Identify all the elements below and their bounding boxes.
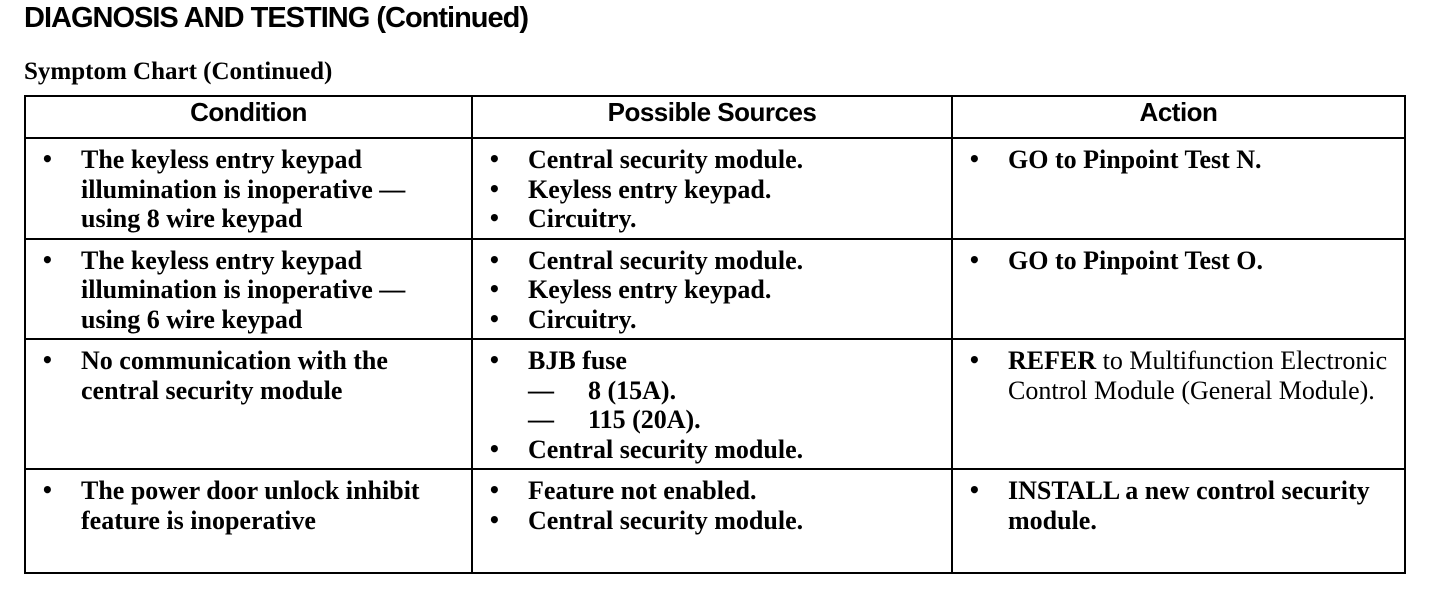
section-title: Symptom Chart (Continued)	[24, 58, 333, 85]
column-header-action: Action	[951, 95, 1406, 139]
source-item: Central security module.	[483, 145, 941, 175]
condition-text: The power door unlock inhibit feature is…	[36, 476, 461, 535]
table-row: The keyless entry keypad illumination is…	[24, 237, 1406, 340]
sources-cell: BJB fuse — 8 (15A). — 115 (20A). Central s…	[471, 338, 953, 470]
condition-text: No communication with the central securi…	[36, 346, 461, 405]
table-row: The keyless entry keypad illumination is…	[24, 137, 1406, 240]
symptom-chart-table: Condition Possible Sources Action The ke…	[24, 95, 1406, 574]
condition-cell: The keyless entry keypad illumination is…	[24, 137, 473, 240]
action-rest-text: to Multifunction Electronic Control Modu…	[1008, 346, 1388, 405]
source-subitem: — 115 (20A).	[483, 405, 941, 435]
action-text: INSTALL a new control security module.	[963, 476, 1394, 535]
dash-mark: —	[528, 405, 554, 434]
condition-cell: The keyless entry keypad illumination is…	[24, 237, 473, 340]
source-item: Central security module.	[483, 506, 941, 536]
sources-cell: Central security module. Keyless entry k…	[471, 237, 953, 340]
source-item: Feature not enabled.	[483, 476, 941, 506]
sources-cell: Feature not enabled. Central security mo…	[471, 468, 953, 574]
source-item: BJB fuse	[483, 346, 941, 376]
action-text: GO to Pinpoint Test N.	[963, 145, 1394, 175]
action-text: REFER to Multifunction Electronic Contro…	[963, 346, 1394, 405]
column-header-condition: Condition	[24, 95, 473, 139]
action-text: GO to Pinpoint Test O.	[963, 246, 1394, 276]
condition-cell: The power door unlock inhibit feature is…	[24, 468, 473, 574]
table-row: The power door unlock inhibit feature is…	[24, 468, 1406, 574]
condition-text: The keyless entry keypad illumination is…	[36, 246, 461, 335]
column-header-possible-sources: Possible Sources	[471, 95, 953, 139]
page-title: DIAGNOSIS AND TESTING (Continued)	[24, 2, 529, 34]
source-item: Circuitry.	[483, 204, 941, 234]
condition-cell: No communication with the central securi…	[24, 338, 473, 470]
action-cell: GO to Pinpoint Test N.	[951, 137, 1406, 240]
condition-text: The keyless entry keypad illumination is…	[36, 145, 461, 234]
action-cell: REFER to Multifunction Electronic Contro…	[951, 338, 1406, 470]
dash-mark: —	[528, 375, 554, 405]
source-subitem-text: 115 (20A).	[588, 405, 701, 434]
action-cell: INSTALL a new control security module.	[951, 468, 1406, 574]
source-item: Keyless entry keypad.	[483, 275, 941, 305]
table-row: No communication with the central securi…	[24, 338, 1406, 470]
source-subitem: — 8 (15A).	[483, 376, 941, 406]
table-header-row: Condition Possible Sources Action	[24, 95, 1406, 139]
source-item: Circuitry.	[483, 305, 941, 335]
sources-cell: Central security module. Keyless entry k…	[471, 137, 953, 240]
action-keyword: REFER	[1008, 346, 1097, 375]
source-item: Central security module.	[483, 246, 941, 276]
action-cell: GO to Pinpoint Test O.	[951, 237, 1406, 340]
source-item: Central security module.	[483, 435, 941, 465]
source-item: Keyless entry keypad.	[483, 175, 941, 205]
source-subitem-text: 8 (15A).	[588, 375, 677, 405]
